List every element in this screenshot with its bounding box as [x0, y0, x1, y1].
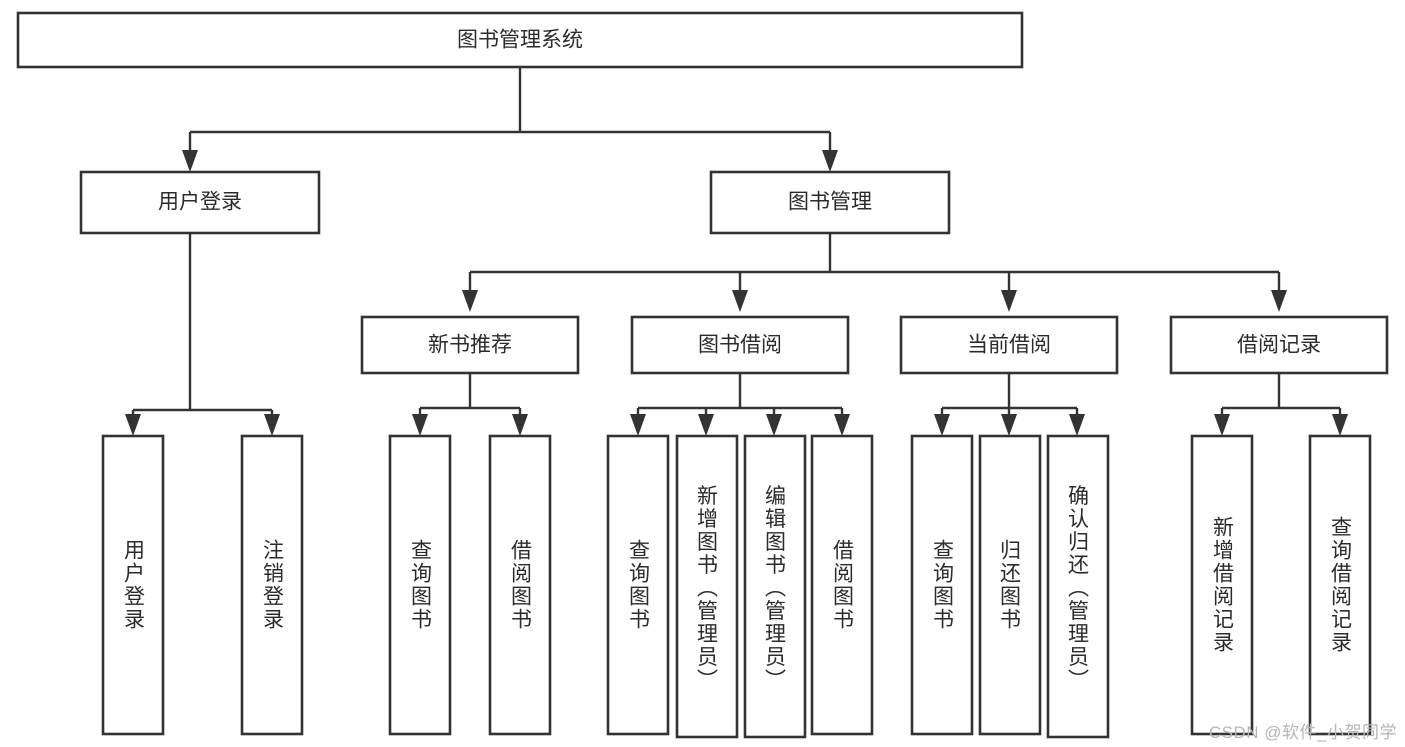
node-book-manage-label: 图书管理: [788, 191, 872, 214]
arrowhead-book-manage: [822, 150, 838, 172]
arrowhead-leaf-query-book-2: [630, 414, 646, 436]
arrowhead-leaf-return-book: [1001, 414, 1017, 436]
edge-group-new-book-recommend: [412, 373, 528, 436]
arrowhead-leaf-borrow-book-1: [512, 414, 528, 436]
arrowhead-leaf-query-book-3: [934, 414, 950, 436]
node-leaf-return-book[interactable]: 归还图书: [978, 434, 1042, 736]
node-leaf-user-login[interactable]: 用户登录: [101, 434, 165, 736]
node-leaf-add-record-label: 新增借阅记录: [1211, 516, 1235, 654]
node-leaf-borrow-book-2-label: 借阅图书: [831, 539, 855, 631]
arrowhead-leaf-query-book-1: [412, 414, 428, 436]
arrowhead-leaf-add-record: [1214, 414, 1230, 436]
node-leaf-add-book-label: 新增图书（管理员）: [695, 485, 719, 692]
arrowhead-leaf-add-book: [698, 414, 714, 436]
arrowhead-book-borrow: [732, 290, 748, 312]
node-leaf-edit-book[interactable]: 编辑图书（管理员）: [743, 434, 807, 739]
arrowhead-leaf-query-record: [1332, 414, 1348, 436]
node-book-manage[interactable]: 图书管理: [709, 170, 951, 235]
node-root-box[interactable]: [16, 11, 1024, 69]
node-book-manage-box[interactable]: [709, 170, 951, 235]
node-leaf-query-book-3[interactable]: 查询图书: [910, 434, 974, 736]
node-leaf-query-book-2-box[interactable]: [606, 434, 670, 736]
node-root[interactable]: 图书管理系统: [16, 11, 1024, 69]
node-leaf-logout-login-label: 注销登录: [261, 539, 285, 631]
arrowhead-leaf-edit-book: [766, 414, 782, 436]
node-borrow-record[interactable]: 借阅记录: [1169, 315, 1389, 375]
node-user-login[interactable]: 用户登录: [79, 170, 321, 235]
node-leaf-user-login-label: 用户登录: [122, 539, 146, 631]
node-book-borrow-label: 图书借阅: [698, 334, 782, 357]
edge-group-root: [182, 67, 838, 172]
node-current-borrow-box[interactable]: [899, 315, 1119, 375]
arrowhead-user-login: [182, 150, 198, 172]
arrowhead-new-book-recommend: [462, 290, 478, 312]
node-user-login-box[interactable]: [79, 170, 321, 235]
node-leaf-query-book-1[interactable]: 查询图书: [388, 434, 452, 736]
node-leaf-return-book-box[interactable]: [978, 434, 1042, 736]
arrowhead-borrow-record: [1271, 290, 1287, 312]
node-root-label: 图书管理系统: [457, 29, 583, 52]
node-leaf-query-book-1-box[interactable]: [388, 434, 452, 736]
node-leaf-borrow-book-1-box[interactable]: [488, 434, 552, 736]
node-leaf-borrow-book-2-box[interactable]: [810, 434, 874, 736]
node-leaf-add-record-box[interactable]: [1190, 434, 1254, 736]
node-leaf-query-record-label: 查询借阅记录: [1329, 516, 1353, 654]
arrowhead-leaf-borrow-book-2: [834, 414, 850, 436]
node-leaf-borrow-book-1[interactable]: 借阅图书: [488, 434, 552, 736]
node-leaf-query-book-3-label: 查询图书: [931, 539, 955, 631]
arrowhead-leaf-user-login: [125, 414, 141, 436]
node-new-book-recommend-label: 新书推荐: [428, 334, 512, 357]
node-leaf-add-book-box[interactable]: [675, 434, 739, 739]
node-user-login-label: 用户登录: [158, 191, 242, 214]
arrowhead-current-borrow: [1001, 290, 1017, 312]
node-leaf-query-book-2-label: 查询图书: [627, 539, 651, 631]
node-leaf-logout-login[interactable]: 注销登录: [240, 434, 304, 736]
node-new-book-recommend[interactable]: 新书推荐: [360, 315, 580, 375]
arrowhead-leaf-logout-login: [264, 414, 280, 436]
node-leaf-query-record[interactable]: 查询借阅记录: [1308, 434, 1372, 736]
node-leaf-add-book[interactable]: 新增图书（管理员）: [675, 434, 739, 739]
node-current-borrow-label: 当前借阅: [967, 334, 1051, 357]
node-book-borrow[interactable]: 图书借阅: [630, 315, 850, 375]
node-leaf-query-record-box[interactable]: [1308, 434, 1372, 736]
node-borrow-record-box[interactable]: [1169, 315, 1389, 375]
node-leaf-query-book-1-label: 查询图书: [409, 539, 433, 631]
node-new-book-recommend-box[interactable]: [360, 315, 580, 375]
node-leaf-user-login-box[interactable]: [101, 434, 165, 736]
node-leaf-logout-login-box[interactable]: [240, 434, 304, 736]
node-leaf-add-record[interactable]: 新增借阅记录: [1190, 434, 1254, 736]
node-leaf-query-book-2[interactable]: 查询图书: [606, 434, 670, 736]
node-leaf-query-book-3-box[interactable]: [910, 434, 974, 736]
edge-group-book-borrow: [630, 373, 850, 436]
edge-group-current-borrow: [934, 373, 1085, 436]
edge-group-borrow-record: [1214, 373, 1348, 436]
node-book-borrow-box[interactable]: [630, 315, 850, 375]
node-leaf-borrow-book-2[interactable]: 借阅图书: [810, 434, 874, 736]
node-current-borrow[interactable]: 当前借阅: [899, 315, 1119, 375]
arrowhead-leaf-confirm-return: [1069, 414, 1085, 436]
node-borrow-record-label: 借阅记录: [1237, 334, 1321, 357]
edge-group-book-manage: [462, 233, 1287, 312]
node-leaf-confirm-return-box[interactable]: [1046, 434, 1110, 739]
node-leaf-edit-book-label: 编辑图书（管理员）: [763, 485, 787, 692]
edge-group-user-login: [125, 233, 280, 436]
node-leaf-confirm-return-label: 确认归还（管理员）: [1066, 485, 1090, 692]
node-leaf-return-book-label: 归还图书: [998, 539, 1022, 631]
node-leaf-edit-book-box[interactable]: [743, 434, 807, 739]
node-leaf-confirm-return[interactable]: 确认归还（管理员）: [1046, 434, 1110, 739]
node-leaf-borrow-book-1-label: 借阅图书: [509, 539, 533, 631]
